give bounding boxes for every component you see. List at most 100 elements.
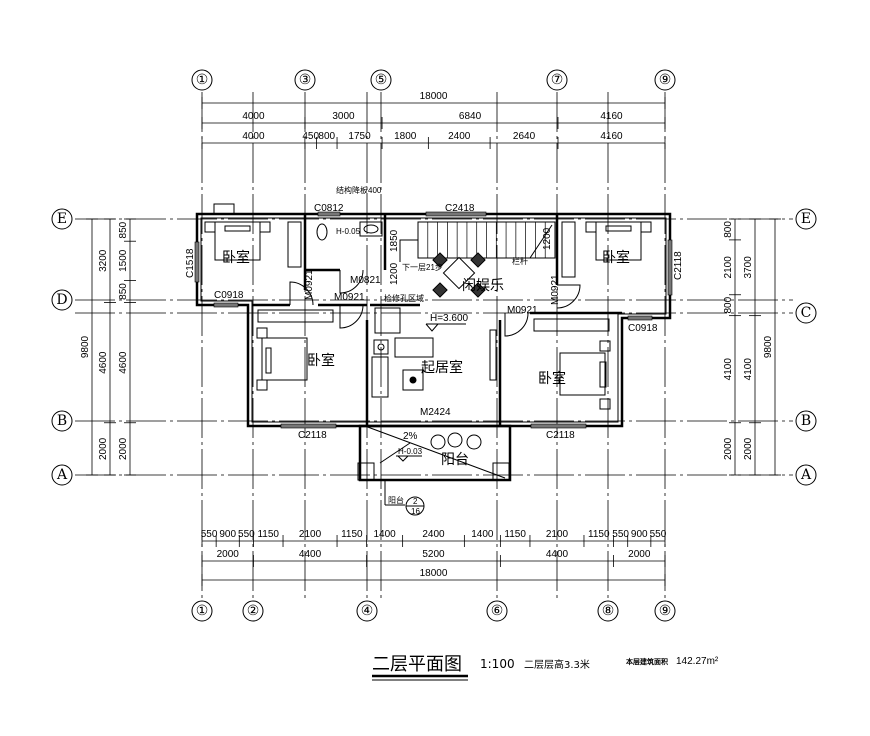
axis-bubble bbox=[654, 600, 676, 622]
axis-label: C bbox=[801, 305, 812, 321]
bed bbox=[214, 221, 261, 261]
label-m0921-c: M0921 bbox=[550, 274, 561, 305]
axis-label: ③ bbox=[299, 72, 312, 88]
axis-label: B bbox=[801, 413, 811, 429]
axis-label: D bbox=[56, 292, 67, 308]
door-swing bbox=[289, 281, 314, 306]
axis-bubble bbox=[51, 464, 73, 486]
axis-bubble bbox=[486, 600, 508, 622]
dimension-value: 2000 bbox=[723, 437, 734, 460]
room-bedroom-ne: 卧室 bbox=[602, 249, 630, 266]
dimension-value: 550 bbox=[650, 529, 667, 540]
axis-bubble bbox=[370, 69, 392, 91]
wardrobe bbox=[561, 221, 576, 278]
axis-label: ② bbox=[247, 603, 260, 619]
axis-bubble bbox=[51, 208, 73, 230]
dimension-value: 6840 bbox=[459, 111, 482, 122]
window-c2118-sw bbox=[280, 423, 337, 429]
dimension-value: 850 bbox=[118, 221, 129, 238]
dimension-value: 2000 bbox=[98, 437, 109, 460]
axis-label: A bbox=[56, 467, 68, 483]
detail-ref-label: 阳台 bbox=[388, 495, 404, 505]
axis-label: E bbox=[801, 211, 811, 227]
window-c2118-e bbox=[667, 239, 673, 296]
dimension-value: 4100 bbox=[743, 358, 754, 381]
dimension-value: 1400 bbox=[471, 529, 494, 540]
dimension-value: 850 bbox=[118, 283, 129, 300]
toilet bbox=[316, 223, 328, 241]
dimension-value: 1150 bbox=[341, 529, 363, 540]
axis-label: ⑦ bbox=[551, 72, 564, 88]
axis-bubble bbox=[191, 69, 213, 91]
axis-bubble bbox=[356, 600, 378, 622]
window-c0918-e bbox=[627, 315, 653, 321]
balcony bbox=[357, 424, 512, 516]
dimension-value: 3700 bbox=[743, 256, 754, 279]
window-c0918-w bbox=[213, 302, 239, 308]
bed bbox=[595, 221, 642, 261]
annotations: 结构降板400 C0812 H-0.05 C2418 1850 1200 C15… bbox=[185, 185, 684, 516]
axis-label: ① bbox=[196, 72, 209, 88]
bed bbox=[261, 337, 308, 381]
windows bbox=[194, 211, 673, 429]
axis-label: B bbox=[57, 413, 67, 429]
dimension-value: 4600 bbox=[118, 351, 129, 374]
dimension-value: 4600 bbox=[98, 351, 109, 374]
doors bbox=[289, 269, 581, 337]
mahjong-table bbox=[442, 256, 476, 290]
dimension-value: 2000 bbox=[118, 437, 129, 460]
dimension-value: 4000 bbox=[242, 111, 265, 122]
label-c1518: C1518 bbox=[185, 248, 196, 278]
label-1200: 1200 bbox=[389, 262, 400, 285]
dimension-value: 1500 bbox=[118, 249, 129, 272]
label-m0821: M0821 bbox=[350, 275, 381, 286]
dimension-value: 4400 bbox=[299, 549, 322, 560]
window-c0812 bbox=[317, 211, 341, 217]
dimension-value: 1150 bbox=[588, 529, 610, 540]
railing-note: 栏杆 bbox=[512, 256, 528, 266]
staircase bbox=[399, 221, 556, 262]
axis-bubble bbox=[597, 600, 619, 622]
dimension-value: 900 bbox=[631, 529, 648, 540]
room-bedroom-nw: 卧室 bbox=[222, 249, 250, 266]
dimension-value: 2100 bbox=[299, 529, 322, 540]
label-h-bath: H-0.05 bbox=[336, 227, 361, 236]
area-label: 本层建筑面积 bbox=[625, 657, 668, 666]
dimension-value: 4400 bbox=[546, 549, 569, 560]
access-hatch-note: 检修孔区域 bbox=[384, 293, 424, 303]
dimension-value: 1150 bbox=[257, 529, 279, 540]
drawing-title-block: 二层平面图 1:100 二层层高3.3米 本层建筑面积 142.27m² bbox=[372, 654, 719, 681]
coffee-table bbox=[402, 369, 424, 391]
room-balcony: 阳台 bbox=[441, 452, 469, 468]
axis-bubble bbox=[795, 302, 817, 324]
dimension-value: 800 bbox=[723, 221, 734, 238]
furniture bbox=[204, 221, 652, 450]
axis-bubble bbox=[795, 464, 817, 486]
label-1200-stair: 1200 bbox=[542, 227, 553, 250]
label-m2424: M2424 bbox=[420, 407, 451, 418]
dimension-value: 800 bbox=[318, 131, 335, 142]
label-c2118-sw: C2118 bbox=[298, 430, 327, 441]
sofa bbox=[371, 356, 389, 398]
label-c0812: C0812 bbox=[314, 203, 344, 214]
label-c0918-w: C0918 bbox=[214, 290, 244, 301]
door-swing bbox=[339, 269, 364, 294]
wardrobe bbox=[257, 309, 334, 323]
axis-grid bbox=[75, 92, 793, 600]
balcony-table bbox=[447, 432, 463, 448]
dimension-value: 550 bbox=[201, 529, 218, 540]
axis-label: ⑥ bbox=[491, 603, 504, 619]
axis-label: E bbox=[57, 211, 67, 227]
axis-bubble bbox=[795, 208, 817, 230]
door-swing bbox=[556, 284, 581, 309]
dimension-value: 5200 bbox=[422, 549, 445, 560]
axis-bubble bbox=[546, 69, 568, 91]
axis-label: ⑨ bbox=[659, 603, 672, 619]
dimension-value: 2000 bbox=[743, 437, 754, 460]
dimension-value: 2400 bbox=[448, 131, 471, 142]
dimension-value: 450 bbox=[302, 131, 319, 142]
room-bedroom-sw: 卧室 bbox=[307, 352, 335, 369]
